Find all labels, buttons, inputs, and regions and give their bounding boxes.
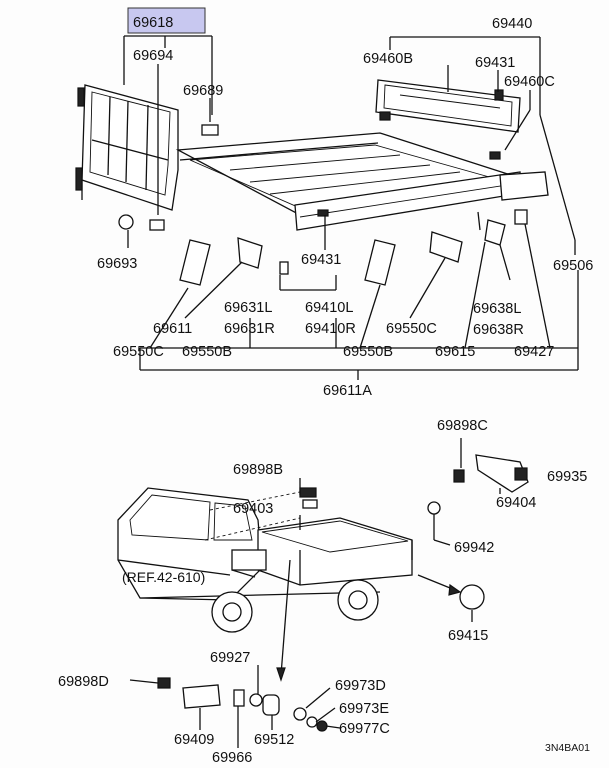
truck-illustration: [117, 478, 462, 682]
label-69927: 69927: [210, 650, 250, 666]
label-69512: 69512: [254, 732, 294, 748]
label-69689: 69689: [183, 83, 223, 99]
label-69403: 69403: [233, 501, 273, 517]
label-69404: 69404: [496, 495, 536, 511]
label-69973D: 69973D: [335, 678, 386, 694]
label-69898C: 69898C: [437, 418, 488, 434]
label-69506: 69506: [553, 258, 593, 274]
label-69694: 69694: [133, 48, 173, 64]
label-69550B-right: 69550B: [343, 344, 393, 360]
label-ref-42-610: (REF.42-610): [122, 569, 205, 585]
label-69973E: 69973E: [339, 701, 389, 717]
label-69966: 69966: [212, 750, 252, 766]
label-69631R: 69631R: [224, 321, 275, 337]
label-69977C: 69977C: [339, 721, 390, 737]
bed-floor: [175, 132, 521, 216]
latch-parts: [129, 665, 341, 748]
label-69460B: 69460B: [363, 51, 413, 67]
label-69550B-left: 69550B: [182, 344, 232, 360]
headboard-frame: [75, 84, 179, 211]
label-69615: 69615: [435, 344, 475, 360]
callout-lines-top: [123, 35, 579, 380]
label-69550C-right: 69550C: [386, 321, 437, 337]
label-69410R: 69410R: [305, 321, 356, 337]
label-69611A: 69611A: [323, 383, 372, 399]
label-69638R: 69638R: [473, 322, 524, 338]
label-69631L: 69631L: [224, 300, 272, 316]
label-69431-top: 69431: [475, 55, 515, 71]
label-69415: 69415: [448, 628, 488, 644]
label-69550C-left: 69550C: [113, 344, 164, 360]
hook-assembly: [427, 438, 529, 622]
label-69611: 69611: [153, 321, 192, 337]
label-69638L: 69638L: [473, 301, 521, 317]
part-highlight-box: [127, 7, 206, 34]
diagram-code: 3N4BA01: [545, 742, 590, 754]
label-69440: 69440: [492, 16, 532, 32]
part-labels: 69618 69694 69689 69693 69440 69460B 694…: [58, 15, 593, 766]
label-69898B: 69898B: [233, 462, 283, 478]
side-rail: [294, 171, 549, 231]
label-69431-mid: 69431: [301, 252, 341, 268]
label-69693: 69693: [97, 256, 137, 272]
label-69942: 69942: [454, 540, 494, 556]
label-69409: 69409: [174, 732, 214, 748]
label-69460C: 69460C: [504, 74, 555, 90]
label-69410L: 69410L: [305, 300, 353, 316]
tailgate: [375, 79, 521, 160]
small-parts-top: [118, 124, 528, 286]
label-69618: 69618: [133, 15, 173, 31]
label-69935: 69935: [547, 469, 587, 485]
label-69427: 69427: [514, 344, 554, 360]
label-69898D: 69898D: [58, 674, 109, 690]
